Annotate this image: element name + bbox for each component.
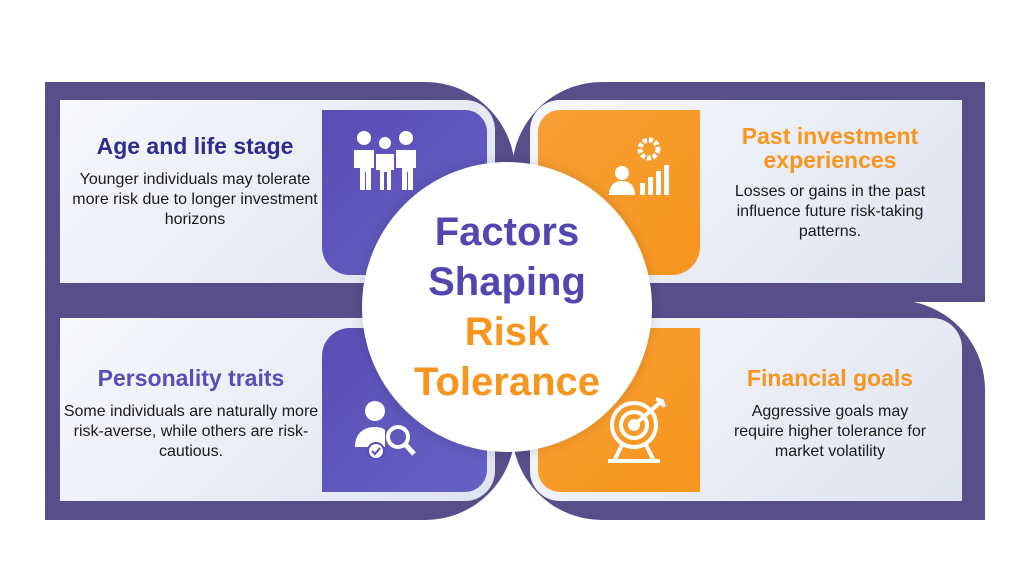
factor-title: Age and life stage — [96, 133, 294, 159]
target-arrow-icon — [608, 397, 666, 463]
person-magnifier-icon — [354, 401, 416, 460]
factor-past: Past investment experiences Losses or ga… — [720, 124, 940, 242]
factor-description: Some individuals are naturally more risk… — [63, 403, 319, 460]
factor-title: Personality traits — [97, 365, 285, 391]
factor-description: Aggressive goals may require higher tole… — [733, 403, 927, 460]
factor-description: Younger individuals may tolerate more ri… — [72, 171, 318, 228]
factor-personality: Personality traits Some individuals are … — [62, 365, 320, 462]
center-line-3: Risk — [464, 310, 550, 354]
factor-goals: Financial goals Aggressive goals may req… — [725, 365, 935, 462]
factor-description: Losses or gains in the past influence fu… — [734, 183, 926, 240]
people-group-icon — [353, 130, 416, 190]
center-line-1: Factors — [434, 210, 580, 254]
center-line-2: Shaping — [428, 260, 586, 304]
factor-title: Past investment experiences — [741, 123, 919, 173]
factor-age: Age and life stage Younger individuals m… — [70, 133, 320, 230]
person-gear-chart-icon — [609, 137, 669, 195]
factor-title: Financial goals — [746, 365, 914, 391]
center-title: Factors Shaping Risk Tolerance — [362, 162, 652, 452]
center-line-4: Tolerance — [414, 360, 600, 404]
